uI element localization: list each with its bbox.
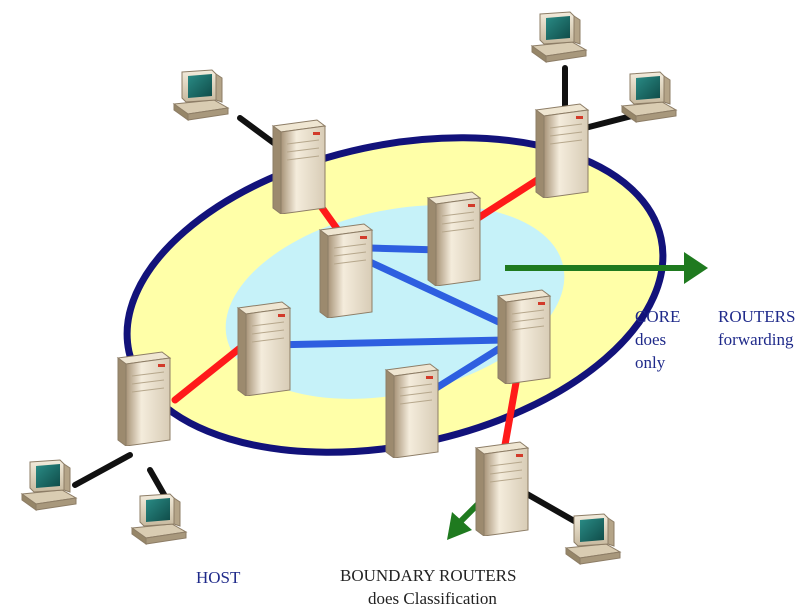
core-routers-label-routers: ROUTERS (718, 307, 796, 326)
core-routers-label-does: does (635, 330, 667, 349)
host-label: HOST (196, 568, 241, 587)
core-router-5 (385, 363, 439, 458)
host-top-left (173, 69, 229, 121)
core-routers-label-only: only (635, 353, 666, 372)
core-router-3 (237, 301, 291, 396)
edge-link-top-right (471, 171, 549, 224)
host-bottom-right (565, 513, 621, 565)
host-bottom-left-2 (131, 493, 187, 545)
core-link-3 (266, 336, 509, 349)
core-router-2 (427, 191, 481, 286)
boundary-router-bottom-right (475, 441, 529, 536)
boundary-arrow-head (447, 512, 472, 540)
boundary-routers-sublabel: does Classification (368, 589, 497, 608)
core-router-4 (497, 289, 551, 384)
core-routers-label-forwarding: forwarding (718, 330, 794, 349)
core-forwarding-arrow-head (684, 252, 708, 284)
core-link-2 (366, 258, 509, 329)
boundary-router-top-left (272, 119, 326, 214)
host-link-bottom-left-1 (72, 452, 133, 488)
core-router-1 (319, 223, 373, 318)
core-routers-label-core: CORE (635, 307, 681, 326)
boundary-router-top-right (535, 103, 589, 198)
host-top-right-2 (621, 71, 677, 123)
host-top-right-1 (531, 11, 587, 63)
boundary-routers-label: BOUNDARY ROUTERS (340, 566, 517, 585)
host-bottom-left-1 (21, 459, 77, 511)
boundary-router-left (117, 351, 171, 446)
